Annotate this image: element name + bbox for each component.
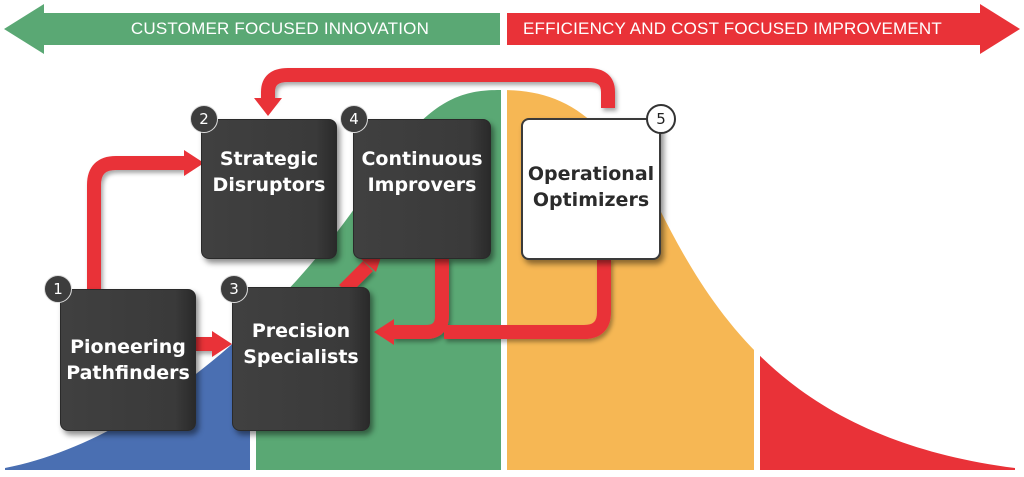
arrow-5-to-2 xyxy=(261,68,615,108)
arrow-head-3a xyxy=(212,331,232,357)
arrow-head-2 xyxy=(184,150,204,176)
node-1-line1: Pioneering xyxy=(70,336,186,358)
node-4-number-badge: 4 xyxy=(340,105,368,133)
efficiency-improvement-label: EFFICIENCY AND COST FOCUSED IMPROVEMENT xyxy=(523,19,942,38)
arrow-3-to-4 xyxy=(339,261,373,295)
node-5-number-badge: 5 xyxy=(646,104,676,134)
arrow-4-to-3 xyxy=(392,258,449,339)
node-2-line1: Strategic xyxy=(219,148,319,170)
arrow-head-3b xyxy=(374,319,394,345)
left-banner-arrow xyxy=(4,4,500,54)
node-strategic-disruptors: Strategic Disruptors xyxy=(201,119,337,259)
node-3-line2: Specialists xyxy=(243,346,359,368)
arrow-head-2b xyxy=(254,98,282,116)
arrow-5-to-3 xyxy=(444,258,611,339)
customer-innovation-label: CUSTOMER FOCUSED INNOVATION xyxy=(130,19,430,38)
arrow-1-to-2 xyxy=(87,156,184,290)
node-2-line2: Disruptors xyxy=(212,174,326,196)
node-4-line2: Improvers xyxy=(367,174,477,196)
node-continuous-improvers: Continuous Improvers xyxy=(353,119,491,259)
node-3-line1: Precision xyxy=(251,320,351,342)
segment-4 xyxy=(760,90,1015,470)
node-operational-optimizers: Operational Optimizers xyxy=(521,118,661,260)
flow-arrows xyxy=(87,68,615,351)
node-4-line1: Continuous xyxy=(361,148,483,170)
node-pioneering-pathfinders: Pioneering Pathfinders xyxy=(60,289,196,431)
node-5-line2: Optimizers xyxy=(532,189,650,211)
node-precision-specialists: Precision Specialists xyxy=(232,287,370,431)
node-2-number-badge: 2 xyxy=(190,105,218,133)
right-banner-arrow xyxy=(507,4,1020,54)
node-5-line1: Operational xyxy=(527,163,655,185)
arrow-heads xyxy=(184,98,394,357)
node-1-number-badge: 1 xyxy=(44,275,72,303)
node-1-line2: Pathfinders xyxy=(66,362,190,384)
node-3-number-badge: 3 xyxy=(220,275,248,303)
